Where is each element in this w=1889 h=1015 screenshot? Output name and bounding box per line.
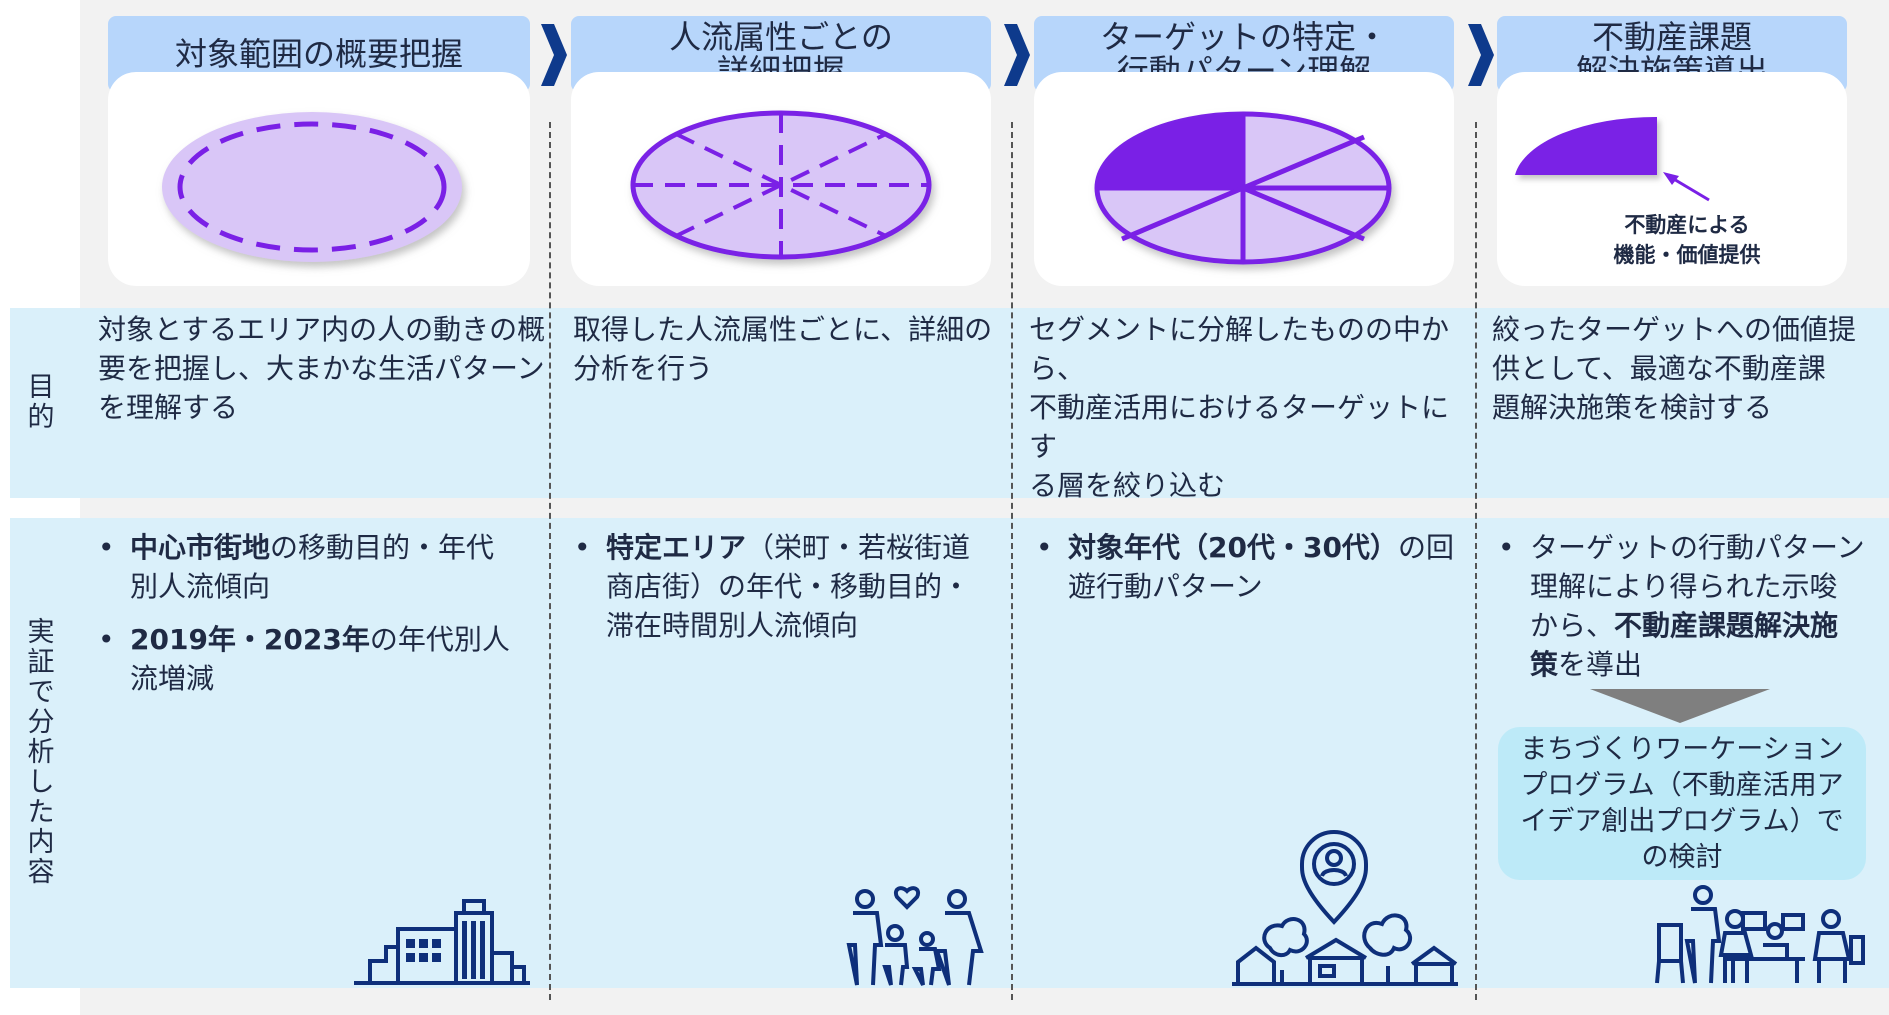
down-arrow-icon	[1590, 689, 1770, 723]
row-label-char: 証	[27, 647, 55, 678]
row-label-purpose: 目的	[10, 308, 72, 498]
annotation-text: 不動産による 機能・価値提供	[1613, 213, 1761, 267]
program-box: まちづくりワーケーションプログラム（不動産活用アイデア創出プログラム）での検討	[1498, 727, 1866, 880]
location-neighborhood-icon	[1232, 830, 1458, 986]
content-list-4: • ターゲットの行動パターン 理解により得られた示唆 から、不動産課題解決施 策…	[1492, 528, 1882, 698]
list-item: • 特定エリア（栄町・若桜街道 商店街）の年代・移動目的・ 滞在時間別人流傾向	[574, 531, 971, 642]
chevron-right-icon	[1004, 24, 1030, 86]
list-item: • 対象年代（20代・30代）の回 遊行動パターン	[1036, 531, 1454, 603]
row-label-char: し	[27, 767, 55, 798]
content-list-2: • 特定エリア（栄町・若桜街道 商店街）の年代・移動目的・ 滞在時間別人流傾向	[568, 528, 1008, 659]
column-divider	[549, 122, 551, 1000]
content-list-1: • 中心市街地の移動目的・年代 別人流傾向 • 2019年・2023年の年代別人…	[92, 528, 542, 712]
column-divider	[1011, 122, 1013, 1000]
row-label-content: 実証で分析した内容	[10, 518, 72, 988]
purpose-text-4: 絞ったターゲットへの価値提供として、最適な不動産課題解決施策を検討する	[1492, 313, 1857, 424]
diagram-card-solution: 不動産による 機能・価値提供	[1497, 72, 1847, 286]
chevron-right-icon	[541, 24, 567, 86]
city-building-icon	[354, 899, 530, 985]
row-label-char: 分	[27, 707, 55, 738]
column-divider	[1475, 122, 1477, 1000]
purpose-text-3: セグメントに分解したものの中から、不動産活用におけるターゲットにする層を絞り込む	[1029, 313, 1450, 502]
family-icon	[846, 886, 984, 986]
list-item: • 2019年・2023年の年代別人 流増減	[98, 623, 510, 695]
meeting-people-icon	[1655, 885, 1865, 984]
row-label-char: で	[27, 677, 55, 708]
purpose-text-2: 取得した人流属性ごとに、詳細の分析を行う	[573, 313, 993, 385]
diagram-card-overview	[108, 72, 530, 286]
diagram-card-target	[1034, 72, 1454, 286]
content-list-3: • 対象年代（20代・30代）の回 遊行動パターン	[1030, 528, 1474, 620]
row-label-char: 容	[27, 857, 55, 888]
row-label-char: 的	[27, 402, 55, 433]
row-label-char: 目	[27, 372, 55, 403]
row-label-char: た	[27, 797, 55, 828]
list-item: • 中心市街地の移動目的・年代 別人流傾向	[98, 531, 495, 603]
row-label-char: 内	[27, 827, 55, 858]
diagram-card-detail	[571, 72, 991, 286]
list-item: • ターゲットの行動パターン 理解により得られた示唆 から、不動産課題解決施 策…	[1498, 531, 1865, 681]
chevron-right-icon	[1468, 24, 1494, 86]
row-label-char: 析	[27, 737, 55, 768]
row-label-char: 実	[27, 617, 55, 648]
purpose-band	[10, 308, 1889, 498]
purpose-text-1: 対象とするエリア内の人の動きの概要を把握し、大まかな生活パターンを理解する	[98, 313, 546, 424]
